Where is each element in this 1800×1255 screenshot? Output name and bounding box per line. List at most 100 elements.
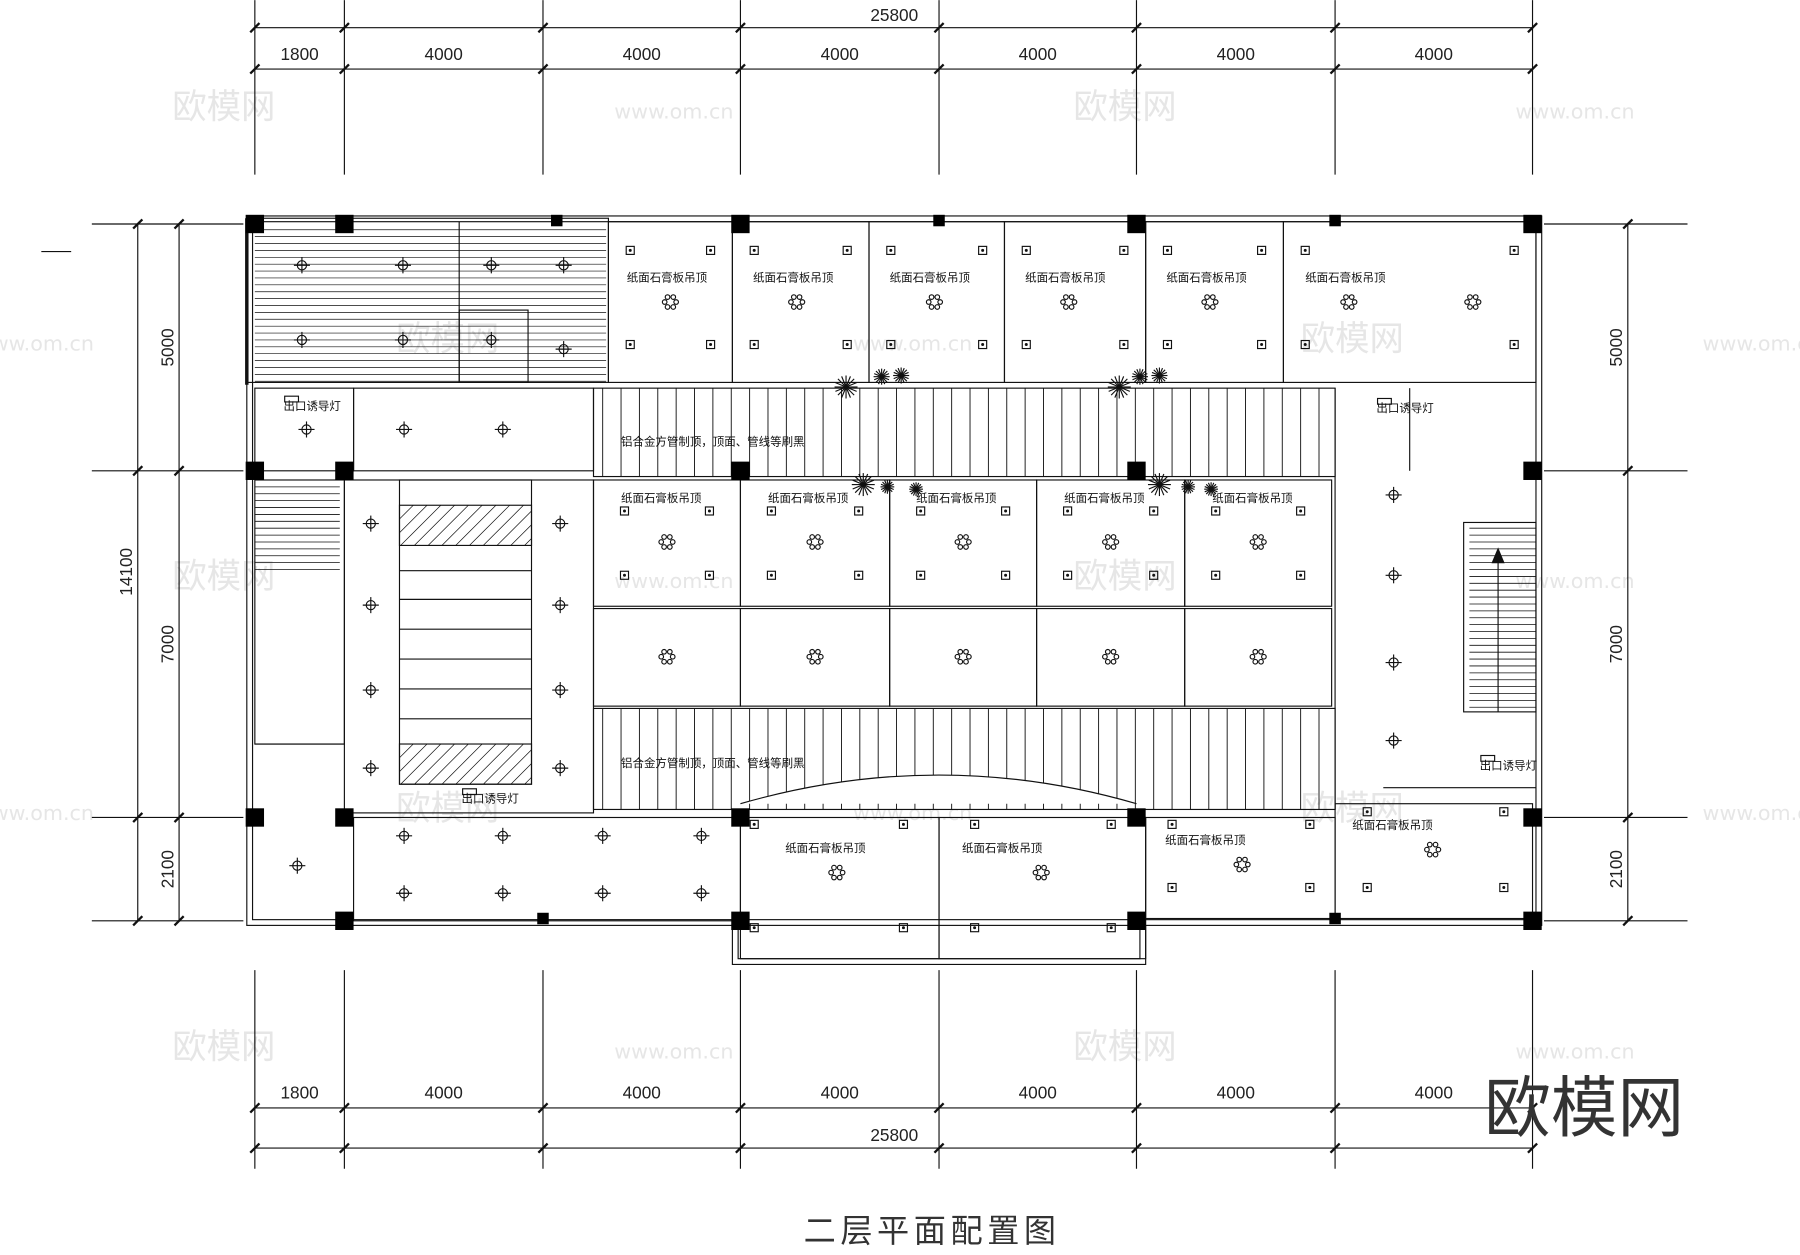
spotlight-icon — [1300, 245, 1310, 255]
watermark-text: 欧模网 — [1073, 557, 1176, 597]
hatch — [427, 504, 469, 546]
room-ceiling — [1184, 479, 1333, 607]
tick — [1329, 22, 1341, 34]
chandelier-icon — [1102, 648, 1120, 665]
spotlight-dot — [973, 822, 977, 826]
spotlight-icon — [1001, 506, 1011, 516]
spotlight-dot — [1024, 343, 1028, 347]
tick — [338, 63, 350, 75]
chandelier-icon — [828, 864, 846, 881]
spotlight-dot — [1170, 822, 1174, 826]
spotlight-dot — [901, 926, 905, 930]
structural-column — [1523, 911, 1542, 930]
spotlight-dot — [1214, 573, 1218, 577]
spotlight-icon — [1211, 570, 1221, 580]
chandelier-icon — [658, 534, 676, 550]
exit-light-label: 出口诱导灯 — [1376, 401, 1434, 415]
spotlight-dot — [919, 509, 923, 513]
spotlight-icon — [749, 819, 759, 829]
downlight-icon — [362, 515, 379, 532]
plant-icon — [893, 367, 910, 384]
room-label-gypsum-ceiling: 纸面石膏板吊顶 — [1166, 270, 1247, 284]
watermark-text: 欧模网 — [1073, 1028, 1176, 1068]
spotlight-icon — [916, 570, 926, 580]
watermark-url: www.om.cn — [614, 99, 733, 123]
tick — [1527, 63, 1538, 75]
hatch — [441, 743, 483, 785]
structural-column — [1523, 808, 1542, 827]
spotlight-dot — [1299, 509, 1303, 513]
spotlight-dot — [1303, 248, 1307, 252]
structural-column — [245, 214, 265, 234]
plant-icon — [834, 375, 858, 399]
room-ceiling — [889, 607, 1038, 707]
spotlight-icon — [1211, 506, 1221, 516]
tick — [933, 63, 945, 75]
spotlight-icon — [970, 923, 980, 933]
downlight-icon — [594, 827, 611, 844]
spotlight-dot — [1512, 248, 1516, 252]
spotlight-icon — [1063, 570, 1073, 580]
room-ceiling — [592, 607, 742, 707]
tick — [1527, 22, 1538, 34]
hatch — [496, 749, 532, 785]
spotlight-icon — [1063, 506, 1073, 516]
spotlight-dot — [1299, 573, 1303, 577]
stair-left — [254, 479, 345, 745]
room-label-gypsum-ceiling: 纸面石膏板吊顶 — [890, 270, 971, 284]
spotlight-dot — [752, 248, 756, 252]
chandelier-icon — [806, 648, 824, 665]
spotlight-icon — [1119, 245, 1129, 255]
chandelier-icon — [925, 294, 944, 310]
spotlight-dot — [1365, 886, 1369, 890]
plant-icon — [1147, 473, 1171, 497]
corridor-ceiling — [592, 387, 1336, 478]
grille-void — [458, 309, 529, 383]
spotlight-dot — [889, 248, 893, 252]
plant-icon — [909, 482, 923, 497]
spotlight-dot — [1308, 886, 1312, 890]
downlight-icon — [483, 331, 500, 348]
outer-wall — [246, 215, 1543, 926]
spotlight-icon — [619, 570, 630, 580]
tick — [1622, 465, 1634, 477]
tick — [338, 1142, 350, 1154]
spotlight-dot — [1260, 343, 1264, 347]
watermark-url: www.om.cn — [0, 801, 94, 825]
chandelier-icon — [658, 648, 676, 665]
dimension-total: 25800 — [870, 5, 918, 25]
tick — [132, 218, 144, 230]
hatch — [427, 743, 469, 785]
spotlight-dot — [628, 343, 632, 347]
watermark-text: 欧模网 — [1073, 87, 1176, 127]
plant-icon — [851, 473, 875, 497]
hatched-panel — [398, 743, 533, 785]
chandelier-icon — [1340, 294, 1358, 310]
room-label-gypsum-ceiling: 纸面石膏板吊顶 — [621, 491, 702, 505]
watermark-url: www.om.cn — [1515, 1040, 1634, 1064]
downlight-icon — [552, 597, 569, 614]
dimension-segment: 4000 — [425, 44, 463, 64]
room-ceiling — [1282, 221, 1537, 383]
room-label-gypsum-ceiling: 纸面石膏板吊顶 — [785, 841, 866, 855]
tick — [249, 1102, 261, 1114]
watermark-url: www.om.cn — [1703, 331, 1800, 355]
downlight-icon — [555, 341, 572, 358]
hatch — [483, 743, 524, 785]
hatch — [414, 504, 455, 546]
spotlight-icon — [704, 506, 715, 516]
spotlight-dot — [1308, 822, 1312, 826]
label-layer: 出口诱导灯出口诱导灯出口诱导灯出口诱导灯纸面石膏板吊顶纸面石膏板吊顶纸面石膏板吊… — [284, 270, 1538, 855]
watermark-url: www.om.cn — [614, 569, 733, 593]
dimension-segment: 7000 — [157, 625, 177, 663]
spotlight-dot — [622, 509, 626, 513]
spotlight-dot — [1066, 573, 1070, 577]
chandelier-icon — [1201, 294, 1219, 310]
spotlight-dot — [709, 248, 713, 252]
spotlight-icon — [1300, 339, 1310, 350]
tick — [933, 1102, 945, 1114]
tick — [537, 63, 549, 75]
room-label-gypsum-ceiling: 纸面石膏板吊顶 — [753, 270, 834, 284]
